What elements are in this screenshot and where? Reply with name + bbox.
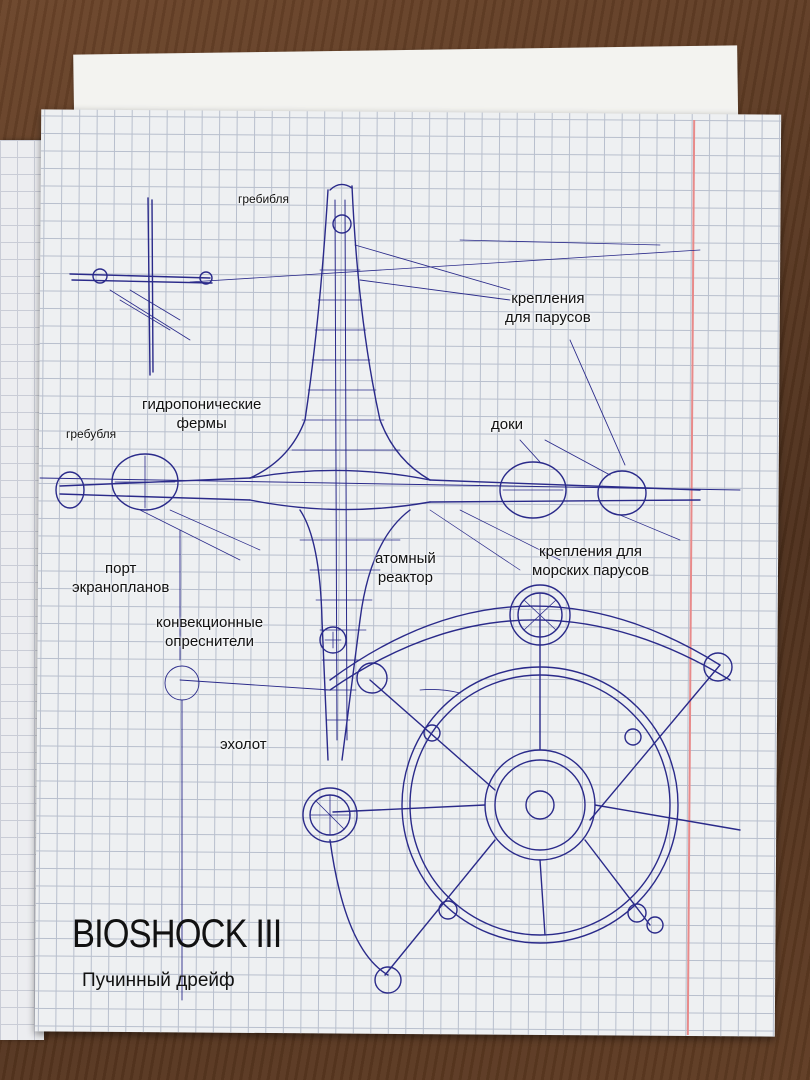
label-sail-mounts: крепления для парусов xyxy=(505,290,591,326)
sketch-title: BIOSHOCK III xyxy=(72,912,282,956)
small-cross-sketch xyxy=(69,197,213,376)
label-top-rake: гребибля xyxy=(238,192,289,206)
label-left-rake: гребубля xyxy=(66,427,117,441)
horizontal-arm xyxy=(55,453,701,571)
label-hydroponic-farms: гидропонические фермы xyxy=(142,396,262,432)
label-sonar: эхолот xyxy=(220,736,267,753)
wheel-structure xyxy=(302,584,741,994)
label-reactor: атомный реактор xyxy=(375,550,436,586)
pointer-lines xyxy=(164,244,626,1001)
sketch-subtitle: Пучинный дрейф xyxy=(82,970,235,991)
label-ekranoplan-port: порт экранопланов xyxy=(72,560,170,596)
label-desalinators: конвекционные опреснители xyxy=(156,614,264,650)
label-docks: доки xyxy=(491,416,524,433)
label-sea-sail-mounts: крепления для морских парусов xyxy=(532,543,650,579)
